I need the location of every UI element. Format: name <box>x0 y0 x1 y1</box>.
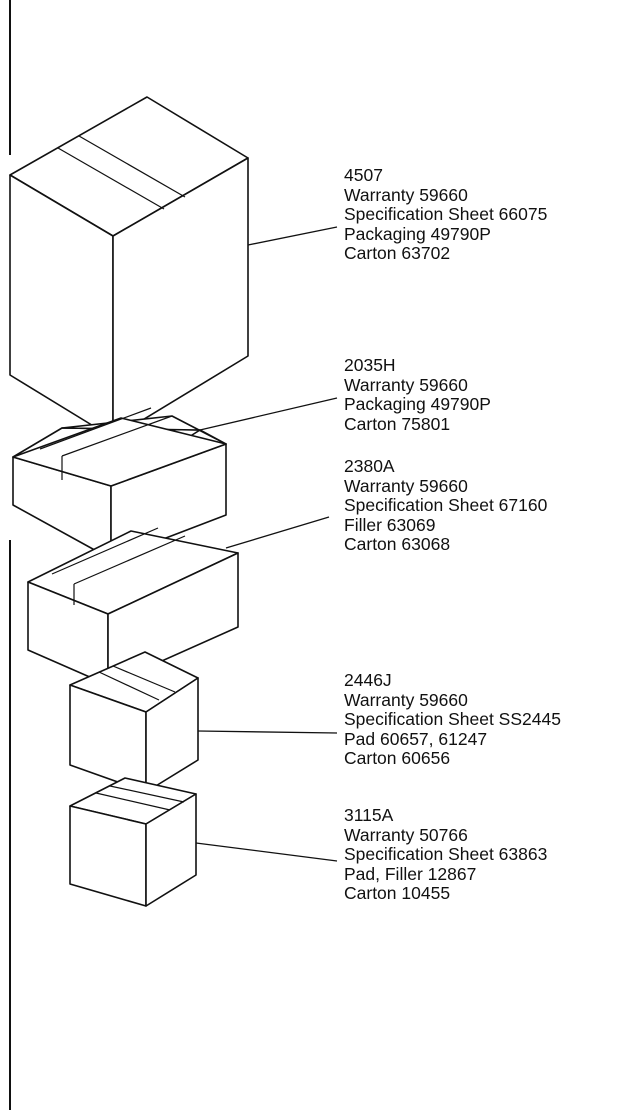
part-line: Specification Sheet 66075 <box>344 204 548 224</box>
label-3115a: 3115A Warranty 50766 Specification Sheet… <box>344 805 548 904</box>
part-line: Carton 63702 <box>344 243 451 263</box>
label-2035h: 2035H Warranty 59660 Packaging 49790P Ca… <box>344 355 491 434</box>
model-number: 2035H <box>344 355 396 375</box>
part-line: Specification Sheet 67160 <box>344 495 548 515</box>
label-4507: 4507 Warranty 59660 Specification Sheet … <box>344 165 548 264</box>
carton-3115a <box>69 777 197 907</box>
part-line: Pad 60657, 61247 <box>344 728 488 749</box>
label-2380a: 2380A Warranty 59660 Specification Sheet… <box>344 456 548 555</box>
model-number: 2380A <box>344 456 395 476</box>
part-line: Filler 63069 <box>344 514 436 535</box>
part-line: Warranty 59660 <box>344 374 468 395</box>
carton-2380a <box>27 527 239 686</box>
carton-2446j <box>69 651 199 793</box>
part-line: Warranty 59660 <box>344 689 468 710</box>
part-line: Carton 60656 <box>344 748 451 768</box>
leader-2446j <box>197 730 338 734</box>
part-line: Pad, Filler 12867 <box>344 863 477 884</box>
carton-4507 <box>9 96 249 439</box>
part-line: Specification Sheet SS2445 <box>344 709 561 729</box>
part-line: Warranty 50766 <box>344 824 468 845</box>
part-line: Packaging 49790P <box>344 394 491 414</box>
leader-2035h <box>199 397 338 431</box>
part-line: Carton 10455 <box>344 883 451 903</box>
part-line: Carton 63068 <box>344 534 451 554</box>
label-2446j: 2446J Warranty 59660 Specification Sheet… <box>344 670 561 769</box>
leader-3115a <box>195 842 338 862</box>
model-number: 4507 <box>344 165 383 185</box>
part-line: Packaging 49790P <box>344 223 491 244</box>
part-line: Carton 75801 <box>344 413 451 434</box>
model-number: 2446J <box>344 670 392 690</box>
leader-4507 <box>247 226 338 246</box>
carton-2035h <box>12 407 227 560</box>
part-line: Warranty 59660 <box>344 184 468 205</box>
part-line: Specification Sheet 63863 <box>344 844 548 864</box>
model-number: 3115A <box>344 805 394 825</box>
leader-2380a <box>225 516 330 549</box>
part-line: Warranty 59660 <box>344 475 468 496</box>
